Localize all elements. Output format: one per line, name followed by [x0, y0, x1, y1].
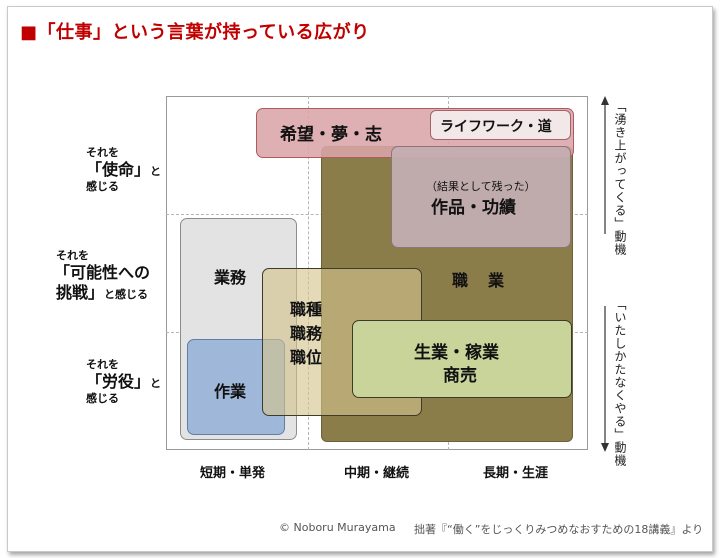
- lifework-label: ライフワーク・道: [440, 119, 552, 135]
- occupation-label-2: 職務: [290, 324, 323, 343]
- livelihood-label-2: 商売: [443, 366, 477, 386]
- arrow-up-head: [601, 96, 609, 105]
- task-label: 作業: [214, 382, 247, 401]
- right-axis-arrows: [601, 96, 609, 452]
- arrow-down-head: [601, 443, 609, 452]
- hope-label: 希望・夢・志: [280, 125, 382, 145]
- business-task-label: 業務: [214, 268, 247, 287]
- works-note: （結果として残った）: [426, 180, 536, 193]
- occupation-label-3: 職位: [290, 348, 323, 367]
- y-label-labor: それを 「労役」と 感じる: [86, 358, 162, 405]
- x-label-long-term: 長期・生涯: [483, 466, 549, 481]
- lifework-box: [430, 110, 571, 140]
- works-label: 作品・功績: [431, 198, 516, 218]
- occupation-label-1: 職種: [290, 300, 323, 319]
- x-label-mid-term: 中期・継続: [344, 466, 410, 481]
- right-axis-top-label: 「湧き上がってくる」動機: [613, 100, 627, 256]
- livelihood-box: [352, 320, 572, 398]
- y-label-possibility: それを 「可能性への 挑戦」と感じる: [54, 249, 151, 302]
- y-label-mission: それを 「使命」と 感じる: [86, 146, 162, 193]
- livelihood-label-1: 生業・稼業: [414, 343, 499, 363]
- vocation-label: 職 業: [452, 271, 507, 290]
- x-label-short-term: 短期・単発: [200, 466, 266, 481]
- credit-copyright: © Noboru Murayama: [279, 521, 396, 534]
- credit-book-source: 拙著『“働く”をじっくりみつめなおすための18講義』より: [414, 523, 704, 536]
- page-title: ■「仕事」という言葉が持っている広がり: [20, 22, 370, 43]
- works-box: [391, 146, 571, 248]
- right-axis-bottom-label: 「いたしかたなくやる」動機: [613, 298, 627, 467]
